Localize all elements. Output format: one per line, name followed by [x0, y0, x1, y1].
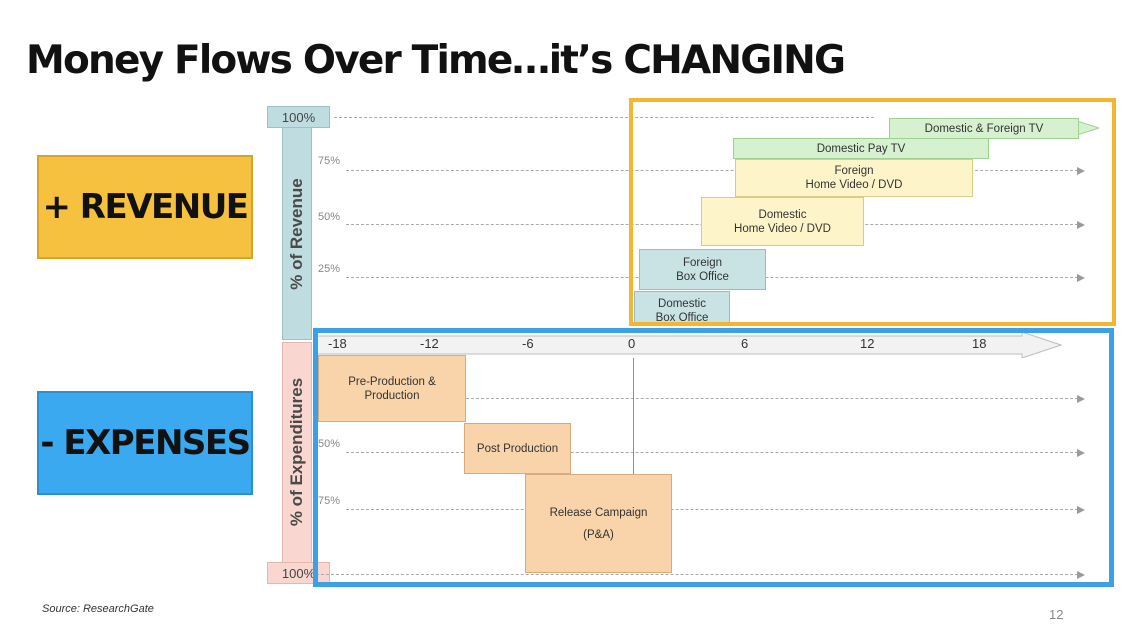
slide-title: Money Flows Over Time…it’s CHANGING: [26, 38, 846, 83]
page-number: 12: [1049, 607, 1064, 622]
box-label: (P&A): [583, 528, 614, 541]
gridline-exp-25: [466, 398, 1078, 399]
box-label: Foreign: [834, 165, 874, 177]
box-label: Home Video / DVD: [734, 222, 831, 235]
revenue-tick-75: 75%: [318, 155, 341, 167]
box-label: Post Production: [476, 442, 559, 455]
release-campaign-box: Release Campaign (P&A): [525, 474, 672, 573]
expenditure-axis-bar: [282, 342, 312, 572]
revenue-axis-label: % of Revenue: [287, 178, 306, 290]
source-note: Source: ResearchGate: [42, 603, 154, 615]
box-label: Pre-Production &: [348, 375, 436, 388]
box-label: Box Office: [676, 270, 729, 283]
gridline-arrow: [1077, 167, 1085, 175]
expense-tick-50: 50%: [318, 438, 341, 450]
zero-marker-line: [633, 358, 634, 474]
timeline-label: 12: [860, 336, 875, 351]
box-label: Production: [364, 389, 420, 402]
box-label: Box Office: [655, 312, 709, 324]
box-label: Domestic: [658, 298, 706, 310]
box-label: Release Campaign: [549, 506, 648, 519]
revenue-tick-50: 50%: [318, 211, 341, 223]
foreign-box-office-box: Foreign Box Office: [639, 249, 766, 290]
revenue-axis-bar: [282, 118, 312, 340]
gridline-arrow: [1077, 571, 1085, 579]
timeline-label: -18: [328, 336, 347, 351]
timeline-arrow: [316, 332, 1062, 358]
timeline-label: -12: [420, 336, 439, 351]
domestic-foreign-tv-box: Domestic & Foreign TV: [889, 118, 1079, 139]
box-label: Domestic Pay TV: [816, 142, 906, 155]
timeline-label: -6: [522, 336, 534, 351]
tv-arrow-tip: [1077, 121, 1099, 135]
box-label: Domestic & Foreign TV: [924, 122, 1044, 135]
timeline-label: 18: [972, 336, 987, 351]
foreign-home-video-box: Foreign Home Video / DVD: [735, 159, 973, 197]
gridline-exp-50: [346, 452, 1078, 453]
revenue-tag: + REVENUE: [37, 155, 253, 259]
gridline-exp-100: [316, 574, 1078, 575]
box-label: Domestic: [758, 208, 807, 221]
revenue-top-cap: 100%: [267, 106, 330, 128]
box-label: Home Video / DVD: [805, 179, 903, 191]
revenue-tick-25: 25%: [318, 263, 341, 275]
expenses-tag: - EXPENSES: [37, 391, 253, 495]
gridline-exp-75: [346, 509, 1078, 510]
expenditure-axis-label: % of Expenditures: [287, 377, 306, 527]
gridline-arrow: [1077, 395, 1085, 403]
gridline-75: [346, 170, 1078, 171]
pre-production-box: Pre-Production & Production: [318, 355, 466, 422]
domestic-box-office-box: Domestic Box Office: [634, 291, 730, 326]
timeline-label: 0: [628, 336, 636, 351]
domestic-home-video-box: Domestic Home Video / DVD: [701, 197, 864, 246]
gridline-arrow: [1077, 274, 1085, 282]
gridline-arrow: [1077, 221, 1085, 229]
expense-tick-75: 75%: [318, 495, 341, 507]
box-label: Foreign: [683, 256, 722, 269]
domestic-pay-tv-box: Domestic Pay TV: [733, 138, 989, 159]
post-production-box: Post Production: [464, 423, 571, 474]
timeline-label: 6: [741, 336, 749, 351]
gridline-arrow: [1077, 506, 1085, 514]
gridline-100-left: [334, 117, 874, 118]
gridline-arrow: [1077, 449, 1085, 457]
revenue-highlight-frame: [629, 98, 1116, 326]
expense-highlight-frame: [313, 328, 1114, 587]
